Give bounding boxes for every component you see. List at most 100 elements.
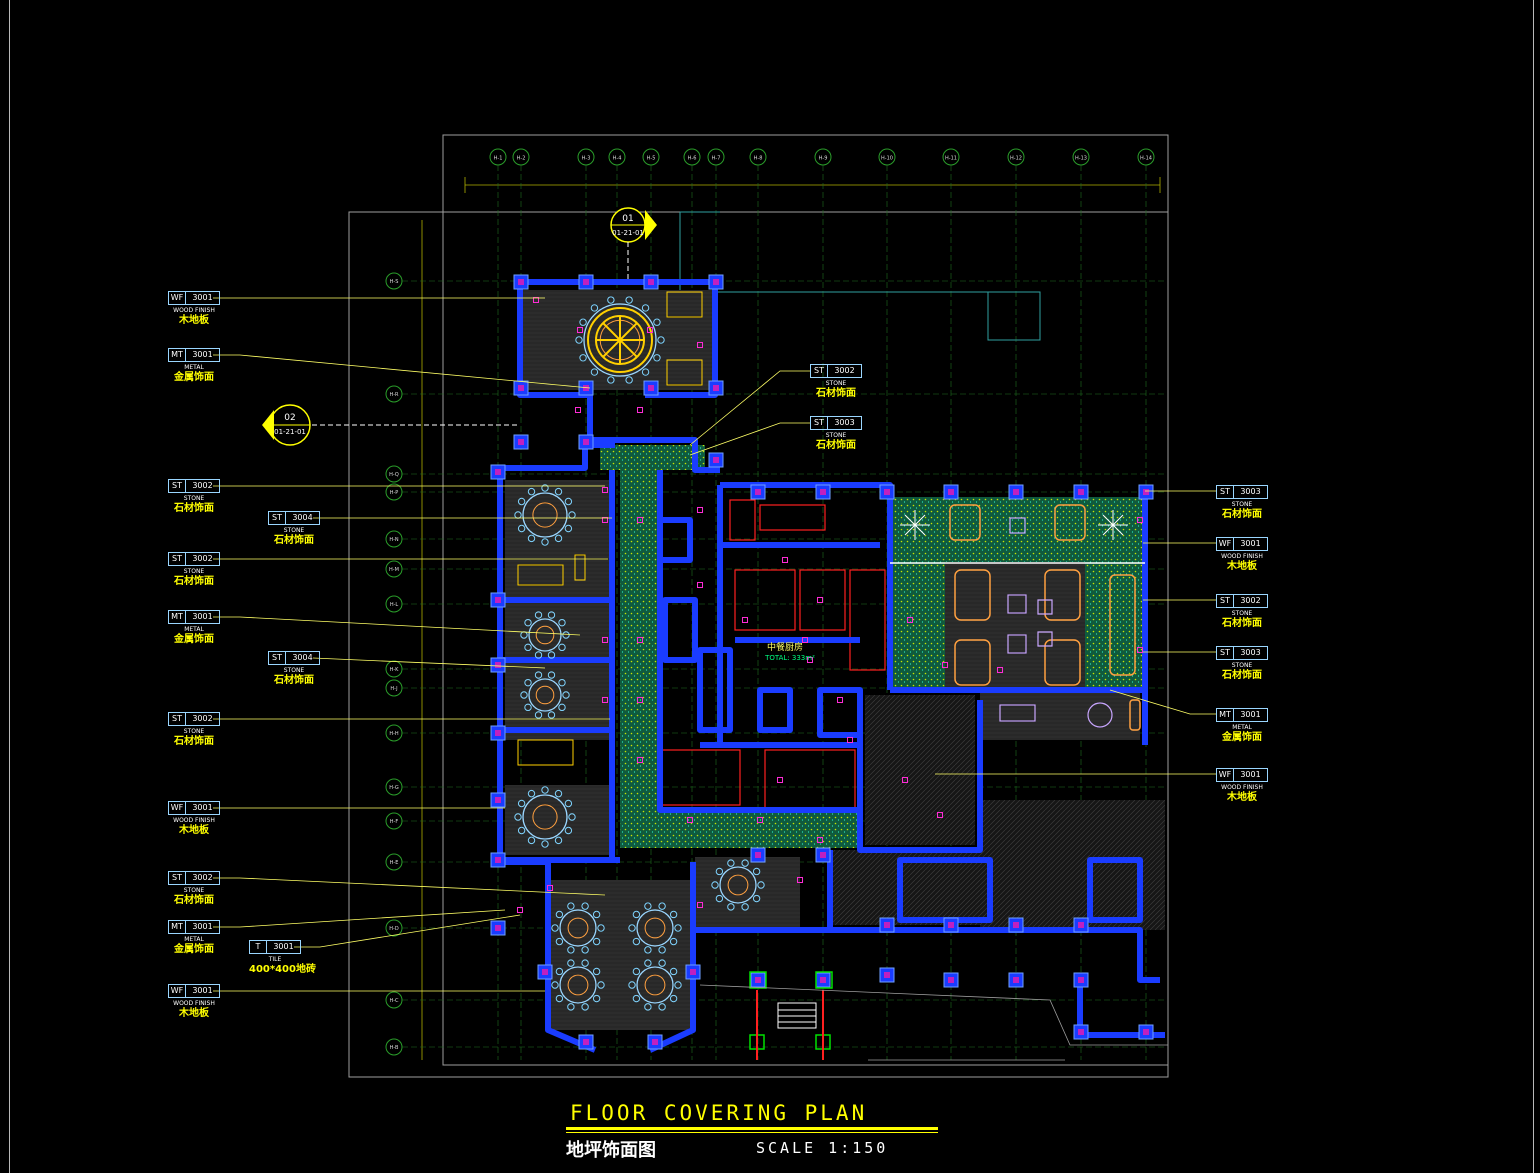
material-code: ST (1217, 647, 1234, 659)
material-name-en: STONE (1231, 501, 1253, 508)
grid-row-label: H-N (389, 537, 399, 543)
material-number: 3001 (192, 922, 213, 931)
material-name-en: WOOD FINISH (173, 1000, 215, 1007)
round-dining-table (551, 902, 605, 954)
section-02-id: 02 (284, 413, 295, 423)
section-02-ref: 01-21-01 (274, 428, 306, 436)
material-number: 3001 (192, 612, 213, 621)
material-number: 3001 (273, 942, 294, 951)
material-name-cn: 木地板 (179, 315, 209, 326)
grid-col-label: H-10 (881, 156, 893, 162)
feature-round-table (587, 307, 653, 373)
material-code: WF (169, 802, 186, 814)
grid-row-label: H-F (390, 819, 399, 825)
material-code: WF (169, 292, 186, 304)
material-code: ST (169, 480, 186, 492)
site-lines (679, 211, 1041, 341)
grid-col-label: H-12 (1010, 156, 1022, 162)
grid-bubble-col: H-10 (878, 148, 896, 166)
material-name-cn: 石材饰面 (1222, 618, 1262, 629)
material-code: MT (169, 611, 186, 623)
material-name-en: WOOD FINISH (1221, 553, 1263, 560)
grid-bubble-col: H-7 (707, 148, 725, 166)
grid-col-label: H-11 (945, 156, 957, 162)
material-number: 3002 (1240, 596, 1261, 605)
lounge-tables (999, 517, 1113, 728)
material-number: 3003 (1240, 487, 1261, 496)
grid-col-label: H-3 (582, 156, 591, 162)
grid-col-label: H-1 (494, 156, 503, 162)
round-dining-table (514, 484, 576, 546)
grid-bubble-row: H-J (385, 679, 403, 697)
grid-col-label: H-5 (647, 156, 656, 162)
grid-row-label: H-J (390, 686, 397, 692)
material-name-cn: 石材饰面 (174, 895, 214, 906)
stair-symbol (777, 1002, 817, 1029)
material-number: 3002 (834, 366, 855, 375)
material-name-en: METAL (184, 936, 204, 943)
material-name-cn: 金属饰面 (174, 372, 214, 383)
material-code: MT (1217, 709, 1234, 721)
dimension-line-top (464, 177, 1161, 193)
material-tag-box: MT 3001 (168, 610, 220, 624)
grid-bubble-row: H-M (385, 560, 403, 578)
grid-bubble-row: H-D (385, 919, 403, 937)
material-name-cn: 石材饰面 (816, 388, 856, 399)
material-name-cn: 金属饰面 (174, 634, 214, 645)
grid-row-label: H-H (389, 731, 399, 737)
material-number: 3004 (292, 653, 313, 662)
material-number: 3001 (192, 293, 213, 302)
material-name-cn: 400*400地砖 (249, 964, 316, 975)
grid-row-label: H-E (390, 860, 399, 866)
grid-bubble-row: H-P (385, 483, 403, 501)
material-code: WF (1217, 769, 1234, 781)
material-tag-box: MT 3001 (1216, 708, 1268, 722)
grid-row-label: H-C (389, 998, 399, 1004)
grid-bubble-col: H-11 (942, 148, 960, 166)
private-room-sofas (517, 291, 703, 766)
material-name-en: STONE (283, 667, 305, 674)
grid-row-label: H-K (390, 667, 400, 673)
material-name-en: METAL (184, 364, 204, 371)
grid-bubble-row: H-F (385, 812, 403, 830)
grid-row-label: H-D (389, 926, 399, 932)
material-name-cn: 石材饰面 (274, 675, 314, 686)
grid-bubble-row: H-C (385, 991, 403, 1009)
grid-row-label: H-S (390, 279, 399, 285)
material-code: ST (811, 365, 828, 377)
grid-bubble-col: H-14 (1137, 148, 1155, 166)
material-number: 3003 (834, 418, 855, 427)
material-number: 3004 (292, 513, 313, 522)
material-name-en: WOOD FINISH (173, 817, 215, 824)
material-code: ST (169, 713, 186, 725)
grid-col-label: H-9 (819, 156, 828, 162)
material-number: 3001 (192, 350, 213, 359)
round-dining-table (520, 671, 570, 719)
round-dining-table (551, 959, 605, 1011)
section-01-ref: 01-21-01 (612, 229, 644, 237)
section-marker-01: 01 01-21-01 (610, 207, 657, 282)
round-dining-table (628, 959, 682, 1011)
grid-row-label: H-B (390, 1045, 399, 1051)
material-name-en: TILE (268, 956, 282, 963)
grid-col-label: H-7 (712, 156, 721, 162)
material-number: 3001 (1240, 710, 1261, 719)
